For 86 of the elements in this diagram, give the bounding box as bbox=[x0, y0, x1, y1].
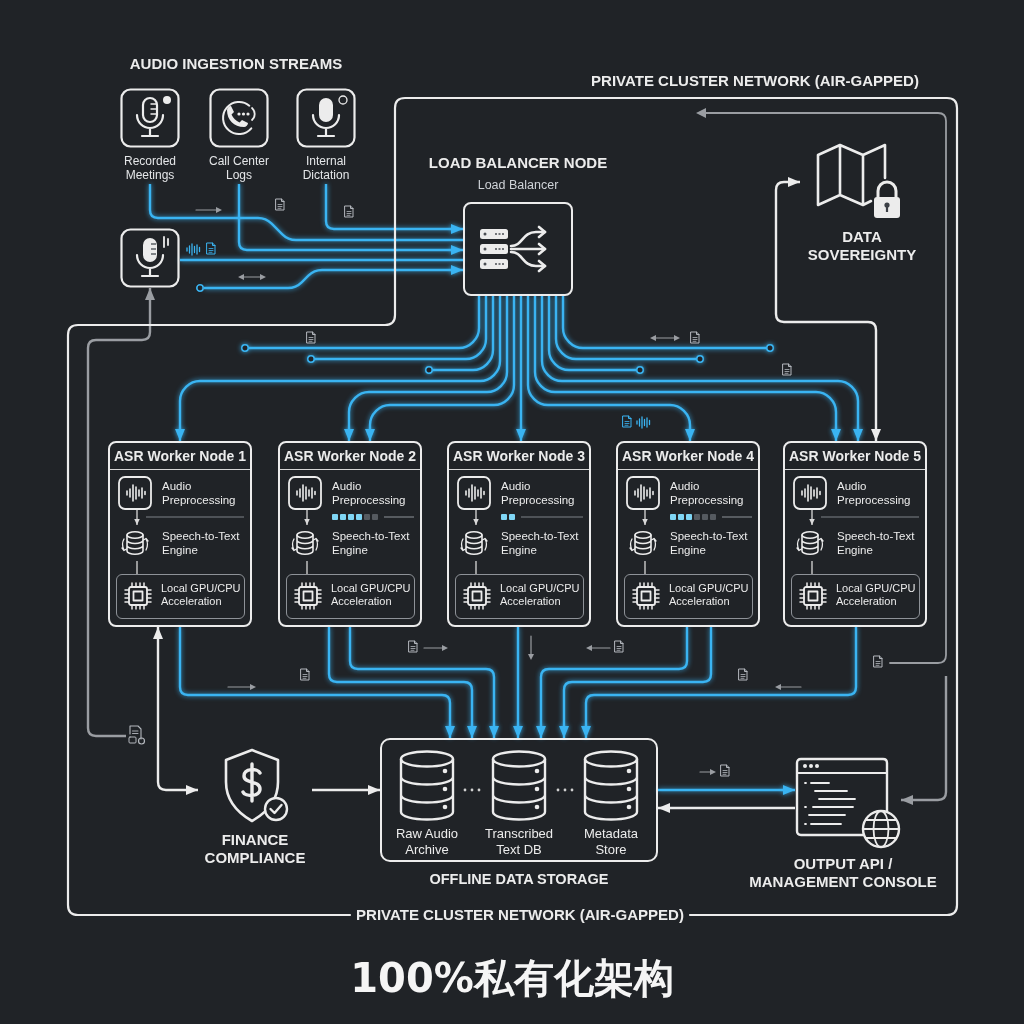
item-label: Speech-to-Text Engine bbox=[670, 529, 749, 557]
arrow bbox=[658, 803, 795, 813]
arrow bbox=[324, 184, 463, 234]
arrow bbox=[175, 296, 502, 441]
box-heading: ASR Worker Node 1 bbox=[110, 443, 250, 470]
icon-caption: Metadata Store bbox=[582, 826, 640, 858]
item-label: Speech-to-Text Engine bbox=[332, 529, 411, 557]
item-label: Audio Preprocessing bbox=[670, 479, 745, 507]
arrow bbox=[658, 785, 795, 795]
item-label: Audio Preprocessing bbox=[162, 479, 237, 507]
module-box bbox=[455, 574, 584, 619]
connector-line bbox=[425, 296, 495, 374]
worker-box bbox=[278, 441, 422, 627]
node-heading: DATA SOVEREIGNTY bbox=[806, 228, 918, 264]
connector-line bbox=[241, 296, 481, 352]
item-label: Local GPU/CPU Acceleration bbox=[669, 582, 749, 608]
network-label: PRIVATE CLUSTER NETWORK (AIR-GAPPED) bbox=[356, 906, 684, 924]
connector-line bbox=[644, 560, 646, 575]
arrow bbox=[312, 785, 380, 795]
box-heading: ASR Worker Node 3 bbox=[449, 443, 589, 470]
arrow bbox=[581, 627, 858, 738]
node-heading: FINANCE COMPLIANCE bbox=[203, 831, 307, 867]
connector-line bbox=[547, 296, 644, 374]
item-label: Audio Preprocessing bbox=[501, 479, 576, 507]
arrow bbox=[204, 265, 463, 290]
item-label: Local GPU/CPU Acceleration bbox=[836, 582, 916, 608]
connector-line bbox=[554, 296, 704, 363]
arrow bbox=[901, 676, 948, 805]
arrow bbox=[327, 627, 477, 738]
arrow bbox=[559, 627, 713, 738]
box-heading: ASR Worker Node 4 bbox=[618, 443, 758, 470]
connector-line bbox=[180, 258, 463, 262]
icon-caption: Transcribed Text DB bbox=[483, 826, 555, 858]
icon-caption: Raw Audio Archive bbox=[394, 826, 460, 858]
worker-box bbox=[108, 441, 252, 627]
connector-line bbox=[136, 560, 138, 575]
arrow bbox=[536, 627, 689, 738]
item-label: Speech-to-Text Engine bbox=[501, 529, 580, 557]
page-title: 100%私有化架构 bbox=[350, 954, 674, 1003]
arrow bbox=[348, 627, 499, 738]
node-heading: OFFLINE DATA STORAGE bbox=[429, 870, 609, 888]
icon-caption: Call Center Logs bbox=[208, 154, 270, 182]
node-heading: OUTPUT API / MANAGEMENT CONSOLE bbox=[748, 855, 938, 891]
arrow bbox=[365, 296, 516, 441]
module-box bbox=[791, 574, 920, 619]
section-heading: AUDIO INGESTION STREAMS bbox=[129, 55, 343, 73]
box-heading: ASR Worker Node 5 bbox=[785, 443, 925, 470]
arrow bbox=[237, 184, 463, 255]
arrow bbox=[774, 177, 881, 441]
arrow bbox=[153, 627, 198, 795]
arrow bbox=[304, 509, 310, 526]
worker-box bbox=[447, 441, 591, 627]
item-label: Local GPU/CPU Acceleration bbox=[331, 582, 411, 608]
arrow bbox=[86, 288, 155, 738]
node-heading: LOAD BALANCER NODE bbox=[428, 154, 608, 172]
item-label: Speech-to-Text Engine bbox=[162, 529, 241, 557]
item-label: Audio Preprocessing bbox=[332, 479, 407, 507]
connector-line bbox=[307, 296, 488, 363]
module-box bbox=[624, 574, 753, 619]
icon-caption: Internal Dictation bbox=[301, 154, 351, 182]
network-label: PRIVATE CLUSTER NETWORK (AIR-GAPPED) bbox=[591, 72, 919, 90]
arrow bbox=[513, 627, 523, 738]
arrow bbox=[178, 627, 455, 738]
arrow bbox=[526, 296, 695, 441]
item-label: Speech-to-Text Engine bbox=[837, 529, 916, 557]
arrow bbox=[516, 296, 526, 441]
connector-line bbox=[561, 296, 774, 352]
connector-line bbox=[811, 560, 813, 575]
module-box bbox=[286, 574, 415, 619]
item-label: Local GPU/CPU Acceleration bbox=[500, 582, 580, 608]
arrow bbox=[642, 509, 648, 526]
icon-caption: Recorded Meetings bbox=[123, 154, 177, 182]
connector-line bbox=[475, 560, 477, 575]
item-label: Local GPU/CPU Acceleration bbox=[161, 582, 241, 608]
arrow bbox=[809, 509, 815, 526]
arrow bbox=[344, 296, 509, 441]
module-box bbox=[116, 574, 245, 619]
worker-box bbox=[783, 441, 927, 627]
arrow bbox=[473, 509, 479, 526]
node-subtitle: Load Balancer bbox=[477, 178, 559, 193]
box-heading: ASR Worker Node 2 bbox=[280, 443, 420, 470]
arrow bbox=[134, 509, 140, 526]
connector-line bbox=[148, 184, 463, 242]
connector-line bbox=[306, 560, 308, 575]
worker-box bbox=[616, 441, 760, 627]
item-label: Audio Preprocessing bbox=[837, 479, 912, 507]
